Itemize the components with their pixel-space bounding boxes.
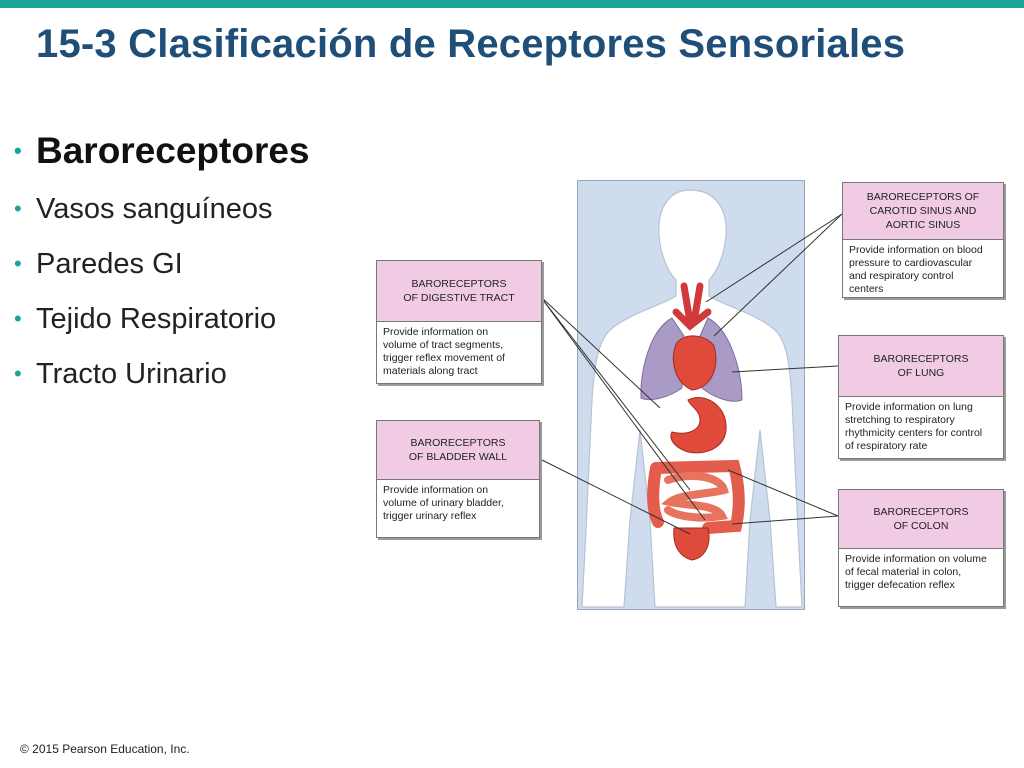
bullet-text: Tracto Urinario xyxy=(36,358,227,390)
label-head: BARORECEPTORS OF LUNG xyxy=(839,336,1003,397)
bullet-text: Tejido Respiratorio xyxy=(36,303,277,335)
top-accent-bar xyxy=(0,0,1024,8)
small-intestine xyxy=(660,471,729,522)
label-body: Provide information on lung stretching t… xyxy=(845,401,983,452)
large-intestine xyxy=(647,459,745,534)
leader-lines xyxy=(539,213,843,535)
label-body: Provide information on volume of fecal m… xyxy=(845,553,987,591)
bullet-item: • Paredes GI xyxy=(14,241,310,296)
label-lung: BARORECEPTORS OF LUNG Provide informatio… xyxy=(838,335,1004,459)
bullet-text: Baroreceptores xyxy=(36,130,310,171)
bullet-text: Paredes GI xyxy=(36,248,183,280)
bullet-dot-icon: • xyxy=(14,306,22,331)
bullet-text: Vasos sanguíneos xyxy=(36,193,273,225)
bullet-dot-icon: • xyxy=(14,196,22,221)
slide-title: 15-3 Clasificación de Receptores Sensori… xyxy=(36,22,906,66)
bullet-item: • Tracto Urinario xyxy=(14,351,310,406)
stomach xyxy=(670,397,727,454)
bullet-dot-icon: • xyxy=(14,251,22,276)
bullet-list: • Baroreceptores • Vasos sanguíneos • Pared… xyxy=(14,128,310,406)
bullet-item: • Tejido Respiratorio xyxy=(14,296,310,351)
label-bladder-wall: BARORECEPTORS OF BLADDER WALL Provide in… xyxy=(376,420,540,538)
urinary-bladder xyxy=(673,527,710,561)
label-body: Provide information on volume of urinary… xyxy=(383,484,504,522)
label-head: BARORECEPTORS OF BLADDER WALL xyxy=(377,421,539,480)
bullet-item: • Vasos sanguíneos xyxy=(14,186,310,241)
label-body: Provide information on blood pressure to… xyxy=(849,244,983,295)
label-body: Provide information on volume of tract s… xyxy=(383,326,505,377)
copyright-notice: © 2015 Pearson Education, Inc. xyxy=(20,742,190,756)
label-head: BARORECEPTORS OF COLON xyxy=(839,490,1003,549)
label-colon: BARORECEPTORS OF COLON Provide informati… xyxy=(838,489,1004,607)
label-head: BARORECEPTORS OF DIGESTIVE TRACT xyxy=(377,261,541,322)
left-lung xyxy=(640,317,685,401)
bullet-item: • Baroreceptores xyxy=(14,128,310,186)
heart xyxy=(672,335,717,391)
bullet-dot-icon: • xyxy=(14,361,22,386)
bullet-dot-icon: • xyxy=(14,138,22,163)
carotid-arteries xyxy=(672,282,712,331)
label-digestive-tract: BARORECEPTORS OF DIGESTIVE TRACT Provide… xyxy=(376,260,542,384)
right-lung xyxy=(699,317,743,402)
label-carotid-aortic-sinus: BARORECEPTORS OF CAROTID SINUS AND AORTI… xyxy=(842,182,1004,298)
label-head: BARORECEPTORS OF CAROTID SINUS AND AORTI… xyxy=(843,183,1003,240)
